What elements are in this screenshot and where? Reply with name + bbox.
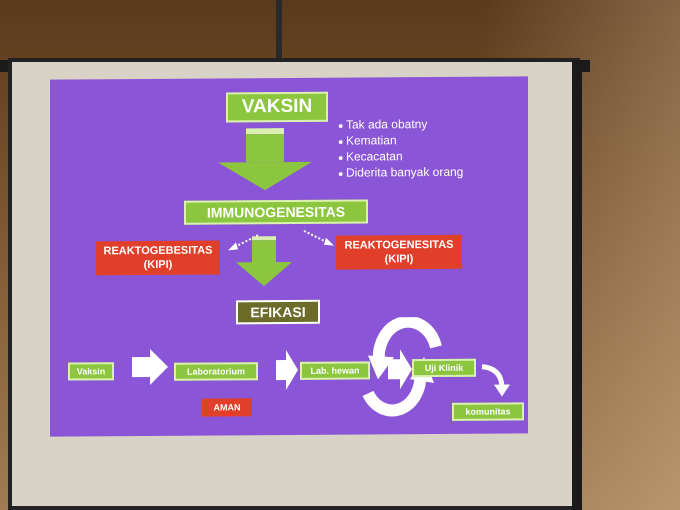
bullet-item: Kematian [338,133,463,150]
flow-step-vaksin: Vaksin [68,362,114,381]
flow-step-laboratorium: Laboratorium [174,362,258,381]
right-arrow-icon [388,349,412,390]
down-arrow-icon [236,236,292,287]
bullet-item: Kecacatan [338,149,463,166]
flow-step-uji-klinik: Uji Klinik [412,358,476,378]
dotted-arrow-right-icon [303,229,334,246]
screen-right-edge [572,60,582,510]
presentation-slide: VAKSIN Tak ada obatny Kematian Kecacatan… [50,76,528,437]
vaksin-title: VAKSIN [226,91,328,123]
immunogenesitas-box: IMMUNOGENESITAS [184,199,368,225]
bullet-item: Diderita banyak orang [338,165,463,182]
reaktogenesitas-left-box: REAKTOGEBESITAS (KIPI) [96,240,220,276]
reaktogenesitas-right-box: REAKTOGENESITAS (KIPI) [336,234,462,270]
flow-step-komunitas: komunitas [452,402,524,421]
curved-arrow-icon [481,364,510,397]
right-arrow-icon [276,350,298,391]
right-arrow-icon [132,348,168,385]
projector-mount-pole [276,0,282,66]
down-arrow-icon [218,128,312,191]
efikasi-box: EFIKASI [236,299,320,325]
bullet-item: Tak ada obatny [338,117,463,134]
aman-box: AMAN [202,398,252,417]
bullet-list: Tak ada obatny Kematian Kecacatan Dideri… [338,117,463,182]
